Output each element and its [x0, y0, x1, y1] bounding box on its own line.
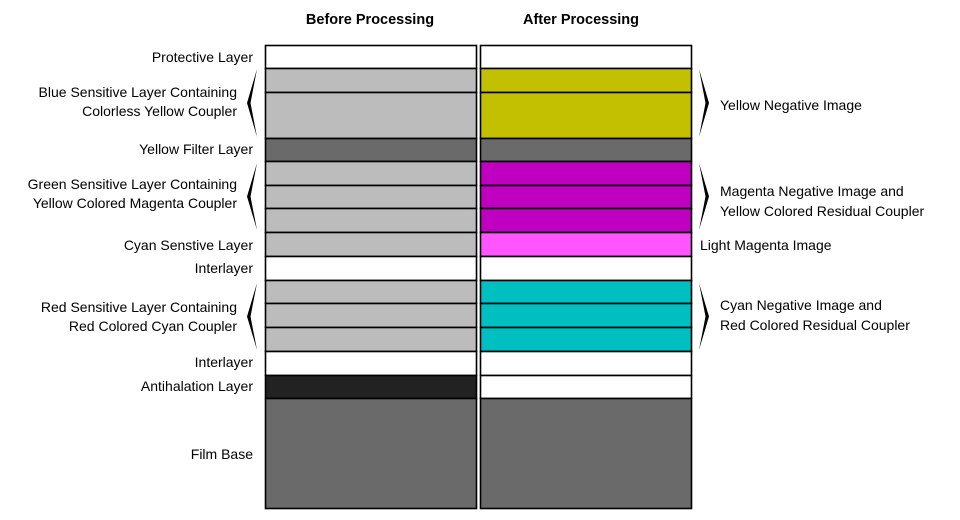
layer-after-13	[479, 350, 693, 377]
layer-label-8: Interlayer	[195, 354, 254, 370]
layer-label-text: Blue Sensitive Layer Containing	[39, 84, 237, 100]
layer-before-3	[264, 91, 478, 140]
layer-before-9	[264, 255, 478, 282]
layer-label-text: Protective Layer	[152, 49, 253, 65]
left-bracket-icon	[247, 163, 257, 230]
layer-label-1: Protective Layer	[152, 49, 253, 65]
layer-label-text: Yellow Colored Magenta Coupler	[33, 195, 238, 211]
layer-label-text: Cyan Senstive Layer	[124, 237, 254, 253]
right-bracket-icon	[699, 283, 709, 350]
layer-label-text: Interlayer	[195, 260, 254, 276]
layer-label-text: Colorless Yellow Coupler	[82, 103, 237, 119]
left-bracket-icon	[247, 283, 257, 350]
layer-before-7	[264, 207, 478, 234]
layer-before-2	[264, 67, 478, 94]
layer-after-9	[479, 255, 693, 282]
layer-after-8	[479, 231, 693, 258]
layer-before-15	[264, 397, 478, 510]
layer-label-text: Film Base	[191, 446, 253, 462]
result-label-text: Light Magenta Image	[700, 237, 832, 253]
layer-label-text: Antihalation Layer	[141, 378, 253, 394]
before-processing-column	[264, 44, 478, 510]
layer-after-4	[479, 137, 693, 163]
layer-label-text: Red Sensitive Layer Containing	[41, 299, 237, 315]
after-processing-column	[479, 44, 693, 510]
layer-after-11	[479, 302, 693, 329]
left-bracket-icon	[247, 69, 257, 137]
layer-label-2: Blue Sensitive Layer ContainingColorless…	[39, 69, 257, 137]
result-label-text: Yellow Negative Image	[720, 97, 862, 113]
layer-after-3	[479, 91, 693, 140]
layer-after-12	[479, 326, 693, 353]
result-label-text: Cyan Negative Image and	[720, 297, 882, 313]
layer-after-6	[479, 184, 693, 210]
right-bracket-icon	[699, 163, 709, 230]
result-label-text: Red Colored Residual Coupler	[720, 317, 910, 333]
before-processing-header: Before Processing	[306, 12, 434, 28]
layer-label-5: Cyan Senstive Layer	[124, 237, 254, 253]
result-label-text: Yellow Colored Residual Coupler	[720, 203, 924, 219]
layer-label-9: Antihalation Layer	[141, 378, 253, 394]
layer-after-5	[479, 160, 693, 187]
layer-after-15	[479, 397, 693, 510]
layer-before-6	[264, 184, 478, 210]
layer-after-10	[479, 279, 693, 305]
layer-before-11	[264, 302, 478, 329]
layer-after-2	[479, 67, 693, 94]
layer-before-5	[264, 160, 478, 187]
result-label-text: Magenta Negative Image and	[720, 183, 904, 199]
right-bracket-icon	[699, 69, 709, 137]
layer-before-14	[264, 374, 478, 400]
layer-before-13	[264, 350, 478, 377]
layer-before-1	[264, 44, 478, 70]
layer-label-text: Interlayer	[195, 354, 254, 370]
layer-before-12	[264, 326, 478, 353]
layer-before-8	[264, 231, 478, 258]
layer-label-3: Yellow Filter Layer	[139, 141, 253, 157]
layer-label-6: Interlayer	[195, 260, 254, 276]
layer-before-4	[264, 137, 478, 163]
layer-label-text: Red Colored Cyan Coupler	[69, 318, 237, 334]
layer-label-10: Film Base	[191, 446, 253, 462]
after-processing-header: After Processing	[523, 12, 639, 28]
result-label-3: Light Magenta Image	[700, 237, 832, 253]
layer-after-7	[479, 207, 693, 234]
layer-before-10	[264, 279, 478, 305]
result-label-1: Yellow Negative Image	[699, 69, 862, 137]
layer-after-14	[479, 374, 693, 400]
layer-label-text: Green Sensitive Layer Containing	[28, 176, 237, 192]
layer-after-1	[479, 44, 693, 70]
layer-label-text: Yellow Filter Layer	[139, 141, 253, 157]
